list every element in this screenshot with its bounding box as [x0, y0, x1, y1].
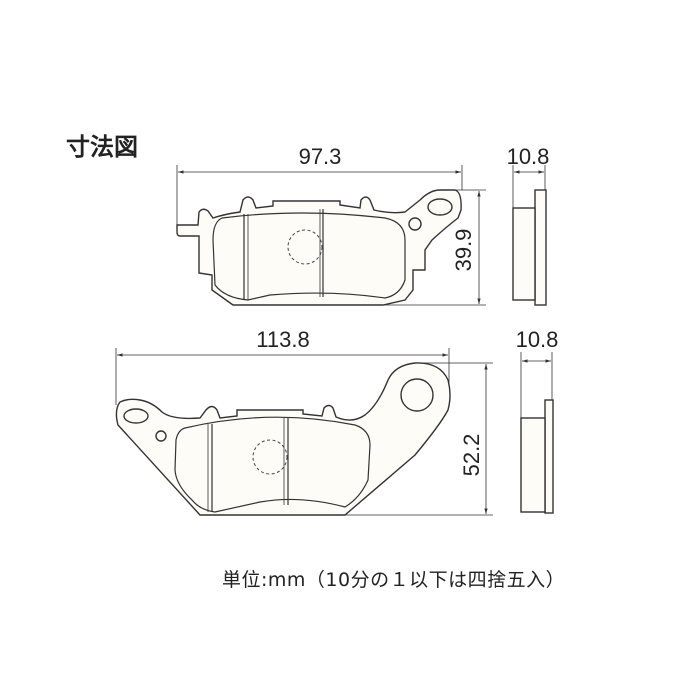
upper-width-label: 97.3: [299, 144, 342, 169]
lower-width-label: 113.8: [256, 327, 309, 352]
lower-slot-hole: [123, 408, 149, 424]
lower-height-label: 52.2: [459, 434, 484, 477]
upper-sensor-circle: [287, 229, 323, 265]
lower-pad-front-view: [115, 362, 451, 516]
lower-thickness-label: 10.8: [516, 327, 559, 352]
lower-sensor-circle: [252, 439, 288, 475]
lower-friction-material: [174, 416, 371, 513]
lower-mount-hole: [400, 378, 434, 412]
upper-pin-hole: [408, 217, 422, 231]
upper-friction-material: [212, 212, 406, 301]
upper-pad-side-view: [512, 189, 547, 306]
upper-mount-hole: [427, 198, 453, 216]
upper-thickness-label: 10.8: [507, 144, 550, 169]
upper-pad-front-view: [176, 189, 462, 306]
lower-pin-hole: [155, 430, 167, 442]
lower-pad-side-view: [520, 399, 554, 514]
upper-height-label: 39.9: [451, 229, 476, 272]
unit-note: 単位:mm（10分の１以下は四捨五入）: [222, 569, 566, 591]
page-title: 寸法図: [66, 133, 138, 161]
